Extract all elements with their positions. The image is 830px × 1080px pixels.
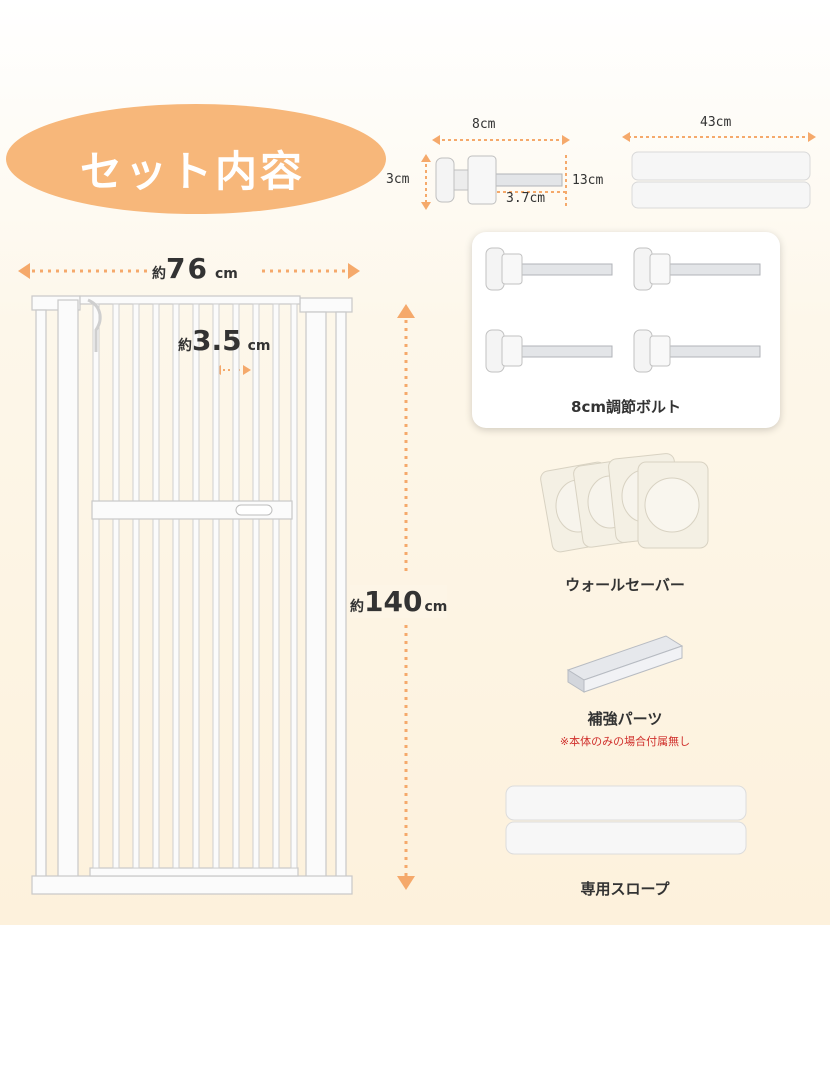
gate-latch bbox=[87, 298, 102, 352]
gate-frame bbox=[31, 295, 353, 895]
bolt-max-label: 13cm bbox=[572, 173, 604, 188]
gate-crossbar bbox=[91, 500, 293, 520]
slope-illustration bbox=[505, 785, 747, 855]
reinforce-label: 補強パーツ bbox=[587, 710, 663, 728]
bolt-icon bbox=[485, 247, 613, 291]
width-prefix: 約 bbox=[152, 266, 166, 282]
width-value: 76 bbox=[166, 252, 209, 285]
bolt-icon bbox=[633, 247, 761, 291]
bolt-dimension-diagram bbox=[421, 132, 816, 210]
slope-small-icon bbox=[631, 151, 811, 209]
height-prefix: 約 bbox=[350, 599, 364, 615]
reinforce-illustration bbox=[566, 635, 684, 693]
bolts-label: 8cm調節ボルト bbox=[571, 398, 681, 416]
gate-bars bbox=[92, 303, 298, 869]
reinforce-note: ※本体のみの場合付属無し bbox=[559, 735, 691, 748]
wall-saver-illustration bbox=[540, 453, 709, 553]
bolt-icon bbox=[485, 329, 613, 373]
bolt-diameter-label: 3cm bbox=[386, 172, 410, 187]
height-arrow bbox=[397, 304, 415, 890]
gap-unit: cm bbox=[247, 338, 271, 354]
bolts-illustration bbox=[485, 247, 761, 373]
width-dimension: 約76 cm bbox=[152, 252, 238, 285]
wall-saver-label: ウォールセーバー bbox=[565, 576, 685, 594]
height-unit: cm bbox=[424, 599, 448, 615]
height-value: 140 bbox=[364, 585, 423, 618]
gap-value: 3.5 bbox=[192, 324, 242, 357]
wall-saver-icon bbox=[540, 453, 709, 553]
bolt-icon bbox=[435, 155, 563, 205]
bolt-short-label: 3.7cm bbox=[506, 191, 546, 206]
page-title: セット内容 bbox=[80, 147, 306, 196]
width-unit: cm bbox=[214, 266, 238, 282]
gap-dimension: 約3.5 cm bbox=[178, 324, 271, 357]
slope-icon bbox=[505, 785, 747, 855]
bolt-length-label: 8cm bbox=[472, 117, 496, 132]
gap-prefix: 約 bbox=[178, 338, 192, 354]
slope-label: 専用スロープ bbox=[580, 880, 670, 898]
gate-illustration bbox=[18, 263, 415, 895]
width-arrow bbox=[18, 263, 360, 279]
title-badge bbox=[6, 104, 386, 214]
reinforce-part-icon bbox=[566, 635, 684, 693]
bolt-icon bbox=[633, 329, 761, 373]
slope-width-label: 43cm bbox=[700, 115, 732, 130]
